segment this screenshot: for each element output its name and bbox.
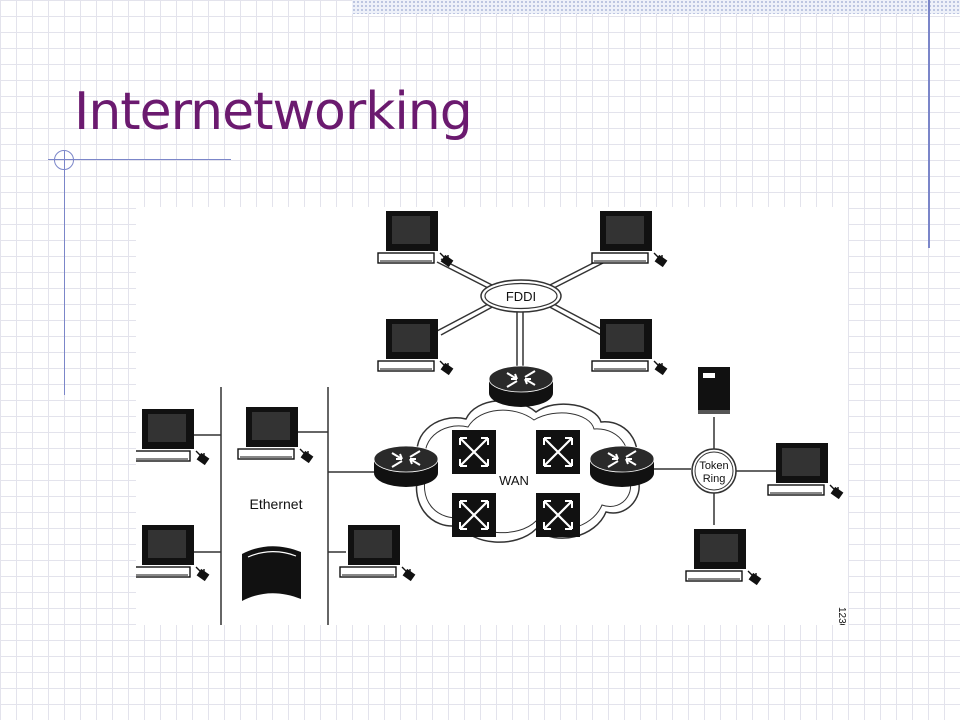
title-underline [48,159,231,160]
token-ring-label-line1: Token [699,460,728,472]
router-icon [589,445,655,488]
storage-icon [242,546,301,601]
workstation-icon [591,210,669,268]
top-decoration-bar [352,0,960,14]
figure-id-label: 12308 [836,607,847,625]
switch-icon [534,428,582,476]
left-accent-line [64,150,65,395]
right-accent-line [928,0,930,248]
workstation-icon [685,528,763,586]
wan-label: WAN [499,473,529,488]
router-icon [373,445,439,488]
server-icon [698,367,730,414]
workstation-icon [339,524,417,582]
token-ring-label-line2: Ring [703,473,726,485]
switch-icon [534,491,582,539]
network-diagram: FDDI WAN Ethernet To [133,207,848,635]
workstation-icon [591,318,669,376]
fddi-label: FDDI [506,289,536,304]
accent-circle [54,150,74,170]
switch-icon [450,428,498,476]
workstation-icon [377,318,455,376]
slide-title: Internetworking [74,82,473,142]
workstation-icon [237,406,315,464]
workstation-icon [133,408,211,466]
workstation-icon [767,442,845,500]
router-icon [488,365,554,408]
ethernet-label: Ethernet [250,496,303,512]
workstation-icon [133,524,211,582]
switch-icon [450,491,498,539]
